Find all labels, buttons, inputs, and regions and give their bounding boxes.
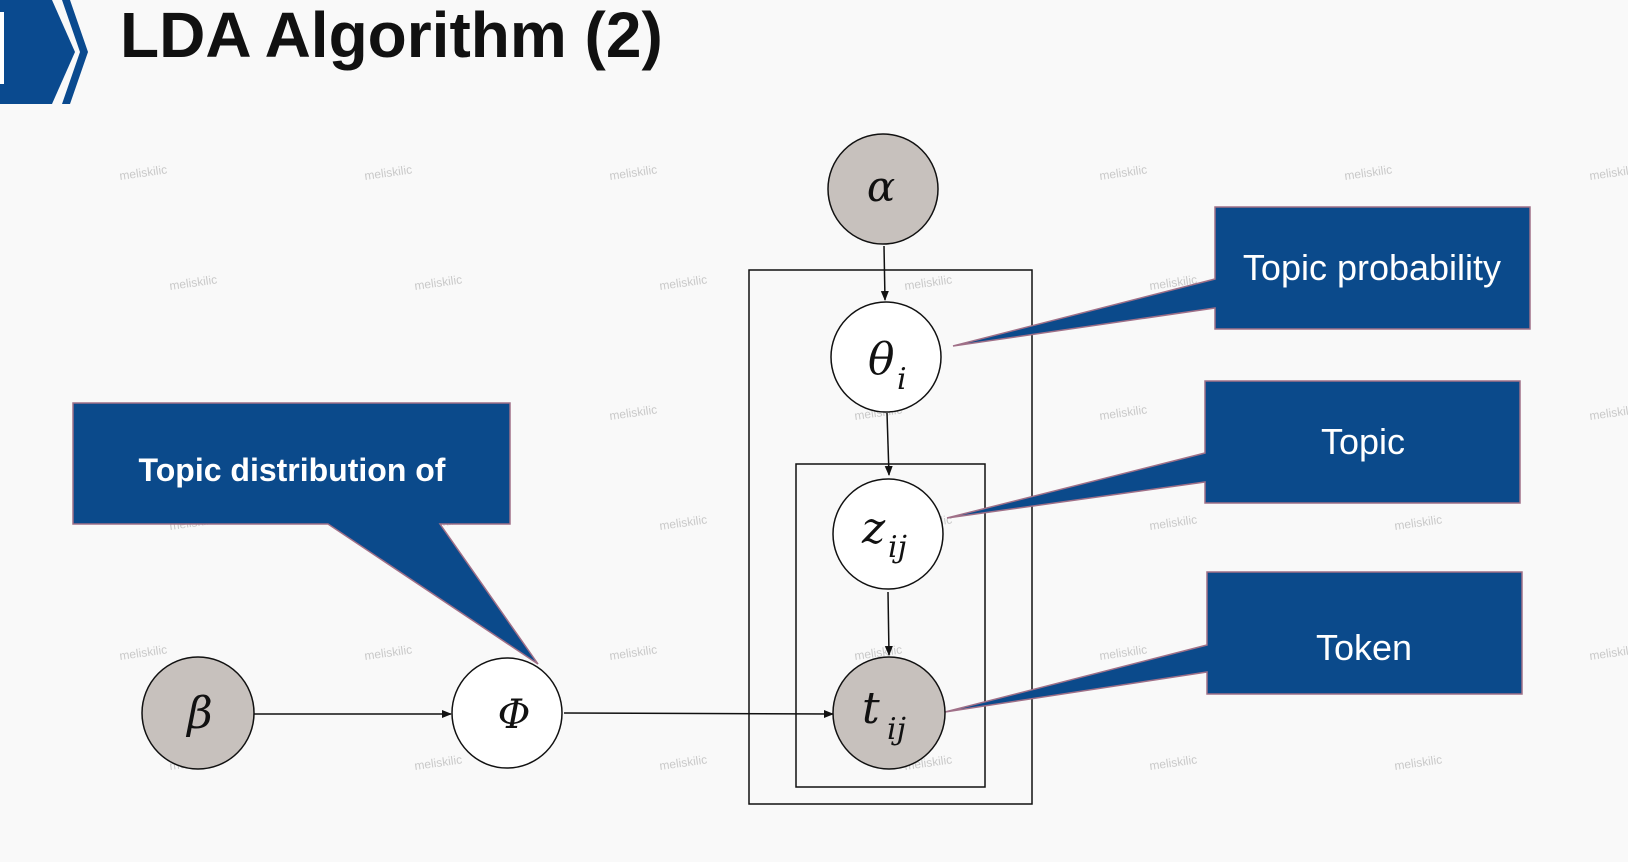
callout-topic-probability: Topic probability [952, 206, 1531, 347]
node-z: z ij [832, 478, 944, 590]
chevron-outline-icon [62, 0, 88, 104]
node-symbol: t [862, 683, 880, 734]
watermark-text: meliskilic [1148, 512, 1197, 533]
node-symbol: z [861, 503, 886, 554]
callout-token: Token [944, 571, 1523, 713]
edge-theta-z [884, 412, 893, 476]
title-banner [0, 0, 88, 104]
watermark-text: meliskilic [1098, 402, 1147, 423]
node-theta: θ i [830, 301, 942, 413]
observed-node-circle [141, 656, 255, 770]
watermark-text: meliskilic [1393, 752, 1442, 773]
node-subscript: ij [888, 530, 907, 565]
callout-label: Topic [1321, 421, 1405, 462]
callout-topic-distribution: Topic distribution of [72, 402, 539, 665]
node-beta: β [141, 656, 255, 770]
banner-highlight [0, 12, 4, 84]
document-plate [748, 269, 1033, 805]
node-symbol: Φ [498, 692, 531, 738]
latent-node-circle [830, 301, 942, 413]
edge-phi-t [563, 709, 834, 718]
watermark-text: meliskilic [118, 162, 167, 183]
watermark-text: meliskilic [608, 402, 657, 423]
word-plate [795, 463, 986, 788]
chevron-banner-icon [0, 0, 75, 104]
node-subscript: i [897, 362, 907, 397]
watermark-text: meliskilic [658, 272, 707, 293]
callout-box [944, 571, 1523, 713]
watermark-text: meliskilic [608, 162, 657, 183]
watermark-text: meliskilic [413, 752, 462, 773]
watermark-text: meliskilic [658, 752, 707, 773]
watermark-text: meliskilic [1393, 512, 1442, 533]
node-symbol: β [185, 688, 212, 739]
watermark-text: meliskilic [118, 642, 167, 663]
node-symbol: θ [868, 334, 895, 385]
watermark-text: meliskilic [1588, 642, 1628, 663]
node-phi: Φ [451, 657, 563, 769]
node-subscript: ij [887, 712, 906, 747]
callout-label: Topic distribution of [139, 452, 446, 488]
watermark-text: meliskilic [1148, 752, 1197, 773]
watermark-text: meliskilic [608, 642, 657, 663]
watermark-text: meliskilic [1343, 162, 1392, 183]
watermark-text: meliskilic [903, 272, 952, 293]
latent-node-circle [451, 657, 563, 769]
watermark-text: meliskilic [1588, 402, 1628, 423]
watermark-text: meliskilic [363, 642, 412, 663]
watermark-text: meliskilic [1588, 162, 1628, 183]
watermark-text: meliskilic [413, 272, 462, 293]
node-alpha: α [827, 133, 939, 245]
watermark-text: meliskilic [658, 512, 707, 533]
callout-label: Topic probability [1243, 247, 1501, 288]
callout-topic: Topic [946, 380, 1521, 519]
edge-alpha-theta [880, 245, 889, 301]
observed-node-circle [827, 133, 939, 245]
watermark-text: meliskilic [363, 162, 412, 183]
node-symbol: α [867, 162, 895, 211]
node-t: t ij [832, 656, 946, 770]
watermark-text: meliskilic [1098, 642, 1147, 663]
callout-box [72, 402, 539, 665]
latent-node-circle [832, 478, 944, 590]
page-title: LDA Algorithm (2) [120, 0, 663, 71]
watermark-text: meliskilic [168, 272, 217, 293]
watermark-text: meliskilic [1098, 162, 1147, 183]
callout-box [946, 380, 1521, 519]
edge-z-t [884, 591, 893, 656]
callout-label: Token [1316, 627, 1412, 668]
observed-node-circle [832, 656, 946, 770]
callout-box [952, 206, 1531, 347]
